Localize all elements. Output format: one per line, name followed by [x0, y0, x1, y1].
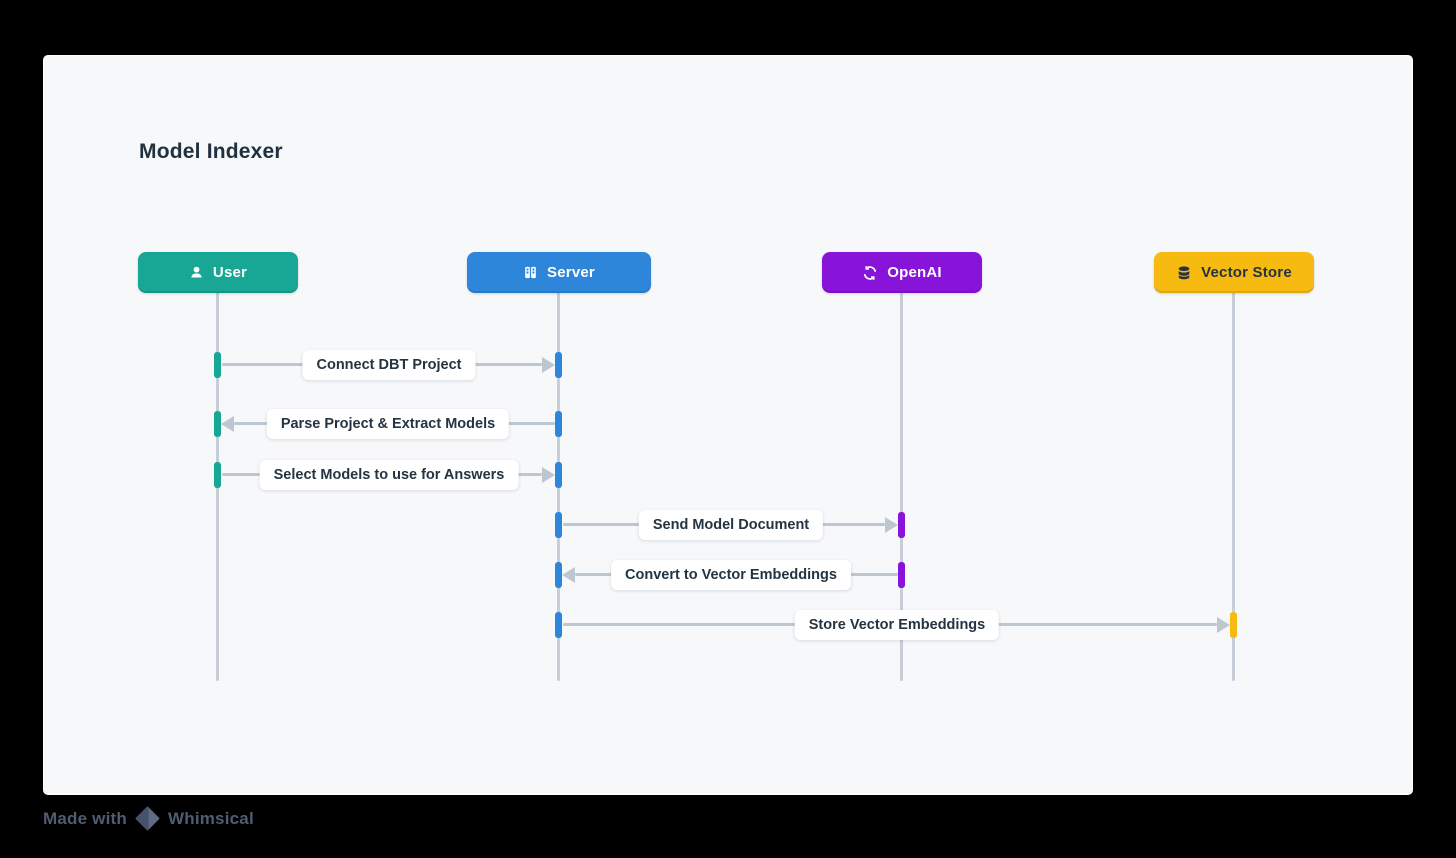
- arrowhead-left-icon: [562, 567, 575, 583]
- activation-bar-server: [555, 612, 562, 638]
- actor-vector-store-label: Vector Store: [1201, 264, 1292, 281]
- actor-openai-label: OpenAI: [887, 264, 942, 281]
- arrowhead-right-icon: [1217, 617, 1230, 633]
- whimsical-diamond-icon: [135, 806, 160, 831]
- diagram-canvas: Model Indexer User Server: [43, 55, 1413, 795]
- message-label: Parse Project & Extract Models: [266, 409, 510, 439]
- arrowhead-right-icon: [885, 517, 898, 533]
- watermark-prefix: Made with: [43, 808, 127, 828]
- message-label: Select Models to use for Answers: [259, 460, 519, 490]
- activation-bar-user: [214, 411, 221, 437]
- arrowhead-left-icon: [221, 416, 234, 432]
- watermark-brand: Whimsical: [167, 808, 254, 828]
- activation-bar-user: [214, 352, 221, 378]
- database-icon: [1176, 265, 1192, 281]
- message-label: Store Vector Embeddings: [794, 610, 1000, 640]
- message-label: Send Model Document: [638, 510, 824, 540]
- actor-user-label: User: [212, 264, 248, 281]
- actor-user: User: [138, 252, 298, 293]
- openai-icon: [862, 265, 878, 281]
- whimsical-watermark[interactable]: Made with Whimsical: [43, 806, 254, 831]
- activation-bar-openai: [898, 562, 905, 588]
- activation-bar-server: [555, 512, 562, 538]
- activation-bar-server: [555, 411, 562, 437]
- lifeline-openai: [900, 291, 903, 681]
- person-icon: [189, 265, 204, 280]
- arrowhead-right-icon: [542, 357, 555, 373]
- server-icon: [523, 265, 538, 280]
- activation-bar-server: [555, 562, 562, 588]
- actor-openai: OpenAI: [822, 252, 982, 293]
- message-label: Connect DBT Project: [302, 350, 476, 380]
- activation-bar-user: [214, 462, 221, 488]
- arrowhead-right-icon: [542, 467, 555, 483]
- actor-server: Server: [467, 252, 651, 293]
- activation-bar-server: [555, 462, 562, 488]
- activation-bar-server: [555, 352, 562, 378]
- diagram-title: Model Indexer: [139, 140, 283, 163]
- actor-vector-store: Vector Store: [1154, 252, 1314, 293]
- message-label: Convert to Vector Embeddings: [611, 560, 851, 590]
- activation-bar-vector-store: [1230, 612, 1237, 638]
- activation-bar-openai: [898, 512, 905, 538]
- lifeline-vector-store: [1232, 291, 1235, 681]
- actor-server-label: Server: [547, 264, 595, 281]
